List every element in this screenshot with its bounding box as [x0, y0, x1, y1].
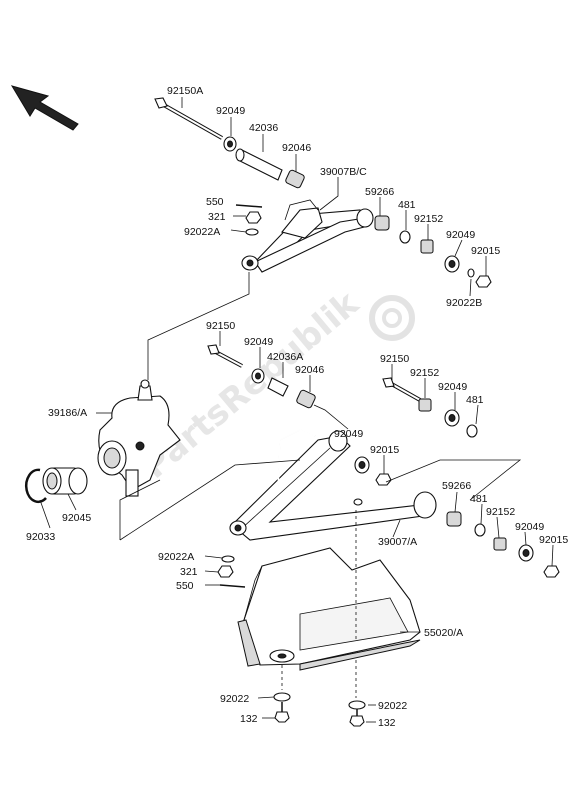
label-481-upper: 481 [398, 199, 416, 211]
label-92049-lower-far: 92049 [515, 521, 544, 533]
label-92022b: 92022B [446, 297, 482, 309]
sleeve-92152-lower [418, 398, 432, 412]
label-92152-upper: 92152 [414, 213, 443, 225]
label-481-lower-right: 481 [470, 493, 488, 505]
label-92015-lower-mid: 92015 [370, 444, 399, 456]
label-550-lower: 550 [176, 580, 194, 592]
label-92150-lower-left: 92150 [206, 320, 235, 332]
label-39007bc: 39007B/C [320, 166, 367, 178]
gear-icon [369, 295, 415, 341]
arrow-up-left-icon [10, 85, 79, 131]
washer-92022-left [273, 692, 291, 702]
label-92049-upper-right: 92049 [446, 229, 475, 241]
bolt-132-right [349, 709, 365, 727]
label-92150a: 92150A [167, 85, 203, 97]
oring-481-upper [399, 230, 411, 244]
cotter-pin-550-lower [219, 584, 246, 588]
label-321-upper: 321 [208, 211, 226, 223]
label-92022a-upper: 92022A [184, 226, 220, 238]
label-59266-upper: 59266 [365, 186, 394, 198]
sleeve-92152-upper [420, 239, 434, 254]
steering-knuckle-39186a [97, 379, 181, 497]
label-92049-lower-mid: 92049 [334, 428, 363, 440]
label-92152-lower-right: 92152 [486, 506, 515, 518]
bolt-92150a [154, 97, 223, 140]
cotter-pin-550-upper [235, 204, 263, 208]
label-132-left: 132 [240, 713, 258, 725]
nut-92015-lower-far [543, 565, 560, 578]
label-42036a: 42036A [267, 351, 303, 363]
label-92150-lower-right: 92150 [380, 353, 409, 365]
label-92049-lower-right: 92049 [438, 381, 467, 393]
nut-92015-lower-mid [375, 473, 392, 486]
bushing-59266-lower [446, 511, 462, 527]
label-59266-lower: 59266 [442, 480, 471, 492]
label-39186a: 39186/A [48, 407, 87, 419]
sleeve-92152-lower-right [493, 537, 507, 551]
washer-92022a-upper [245, 228, 259, 236]
label-321-lower: 321 [180, 566, 198, 578]
washer-92022-right [348, 700, 366, 710]
label-92046-upper: 92046 [282, 142, 311, 154]
label-92022-left: 92022 [220, 693, 249, 705]
bushing-92046-upper [285, 169, 305, 189]
label-92022-right: 92022 [378, 700, 407, 712]
washer-92022a-lower [221, 555, 235, 563]
nut-321-lower [217, 565, 234, 578]
label-39007a: 39007/A [378, 536, 417, 548]
oring-481-lower [466, 424, 478, 438]
nut-321-upper [245, 211, 262, 224]
label-481-lower: 481 [466, 394, 484, 406]
label-92049-lower-left: 92049 [244, 336, 273, 348]
label-132-right: 132 [378, 717, 396, 729]
upper-a-arm-39007bc [241, 199, 374, 273]
label-55020a: 55020/A [424, 627, 463, 639]
leader-lines [39, 97, 554, 723]
sleeve-42036a [267, 377, 289, 397]
label-92015-upper: 92015 [471, 245, 500, 257]
label-92046-lower: 92046 [295, 364, 324, 376]
lower-a-arm-39007a [229, 429, 437, 541]
bolt-92150-lower-right [382, 377, 421, 402]
oring-481-lower-right [474, 523, 486, 537]
bushing-59266-upper [374, 215, 390, 231]
part-labels: 92150A 92049 42036 92046 39007B/C 550 32… [26, 85, 568, 729]
circlip-92033 [25, 468, 47, 504]
bolt-92150-lower-left [207, 344, 243, 368]
label-550-upper: 550 [206, 196, 224, 208]
sleeve-42036 [235, 148, 283, 181]
bearing-92045 [42, 467, 88, 495]
skid-plate-55020a [237, 547, 421, 671]
label-92049-upper: 92049 [216, 105, 245, 117]
label-92033: 92033 [26, 531, 55, 543]
nut-92015-upper [475, 275, 492, 288]
label-92022a-lower: 92022A [158, 551, 194, 563]
bushing-92046-lower [296, 389, 316, 409]
label-92152-lower: 92152 [410, 367, 439, 379]
bolt-132-left [274, 702, 290, 723]
washer-92022b [467, 268, 475, 278]
label-92015-lower-far: 92015 [539, 534, 568, 546]
label-42036: 42036 [249, 122, 278, 134]
label-92045: 92045 [62, 512, 91, 524]
